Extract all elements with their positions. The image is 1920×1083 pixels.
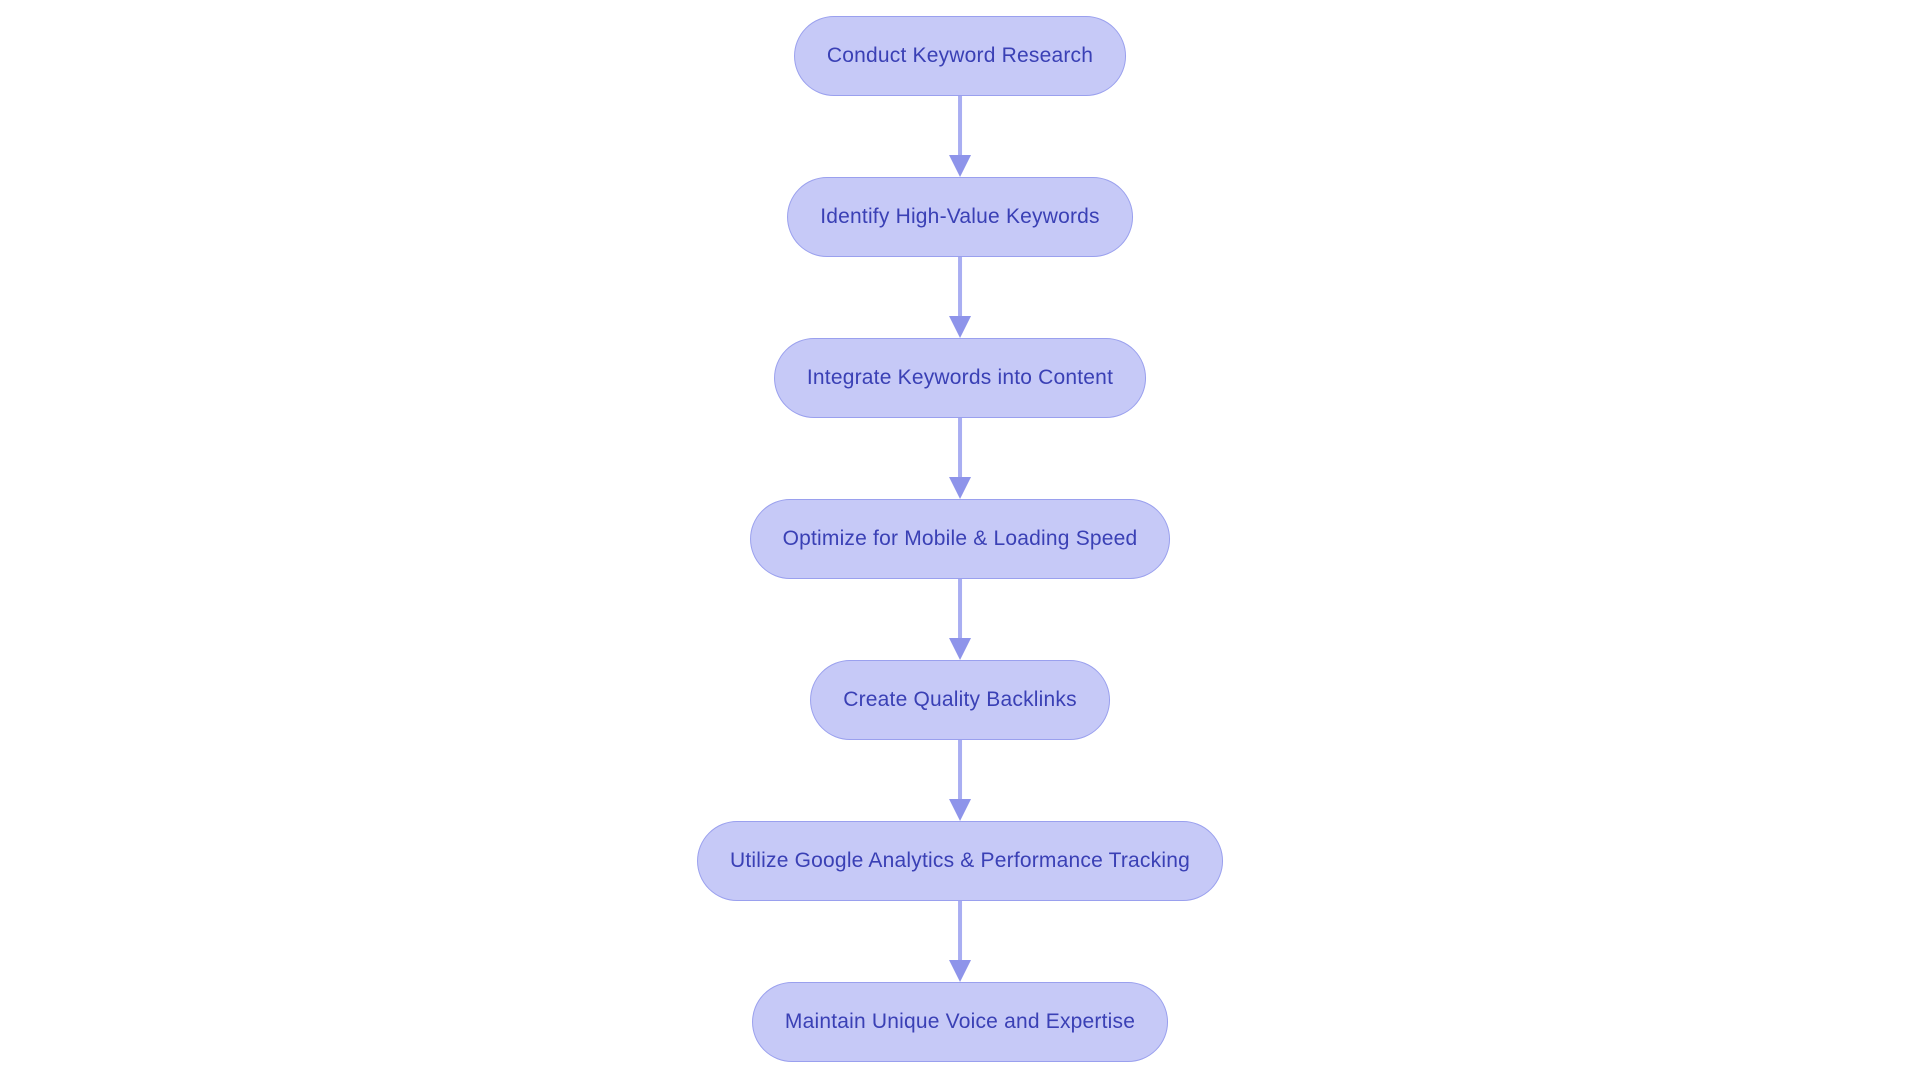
node-optimize-for-mobile-loading-speed: Optimize for Mobile & Loading Speed [749,499,1171,579]
arrow-stem [958,418,962,477]
arrowhead-down-icon [949,960,971,982]
arrow-stem [958,579,962,638]
arrow-stem [958,96,962,155]
flowchart-column: Conduct Keyword Research Identify High-V… [697,0,1223,1062]
arrow-connector [949,579,971,660]
node-create-quality-backlinks: Create Quality Backlinks [810,660,1110,740]
node-integrate-keywords-into-content: Integrate Keywords into Content [773,338,1147,418]
arrow-connector [949,901,971,982]
arrow-connector [949,740,971,821]
node-identify-high-value-keywords: Identify High-Value Keywords [787,177,1133,257]
arrowhead-down-icon [949,799,971,821]
arrow-stem [958,740,962,799]
node-utilize-google-analytics-performance-tracking: Utilize Google Analytics & Performance T… [697,821,1223,901]
arrowhead-down-icon [949,638,971,660]
arrow-stem [958,901,962,960]
arrowhead-down-icon [949,316,971,338]
arrow-stem [958,257,962,316]
node-maintain-unique-voice-and-expertise: Maintain Unique Voice and Expertise [751,982,1169,1062]
arrowhead-down-icon [949,477,971,499]
arrowhead-down-icon [949,155,971,177]
arrow-connector [949,257,971,338]
arrow-connector [949,418,971,499]
node-conduct-keyword-research: Conduct Keyword Research [793,16,1127,96]
arrow-connector [949,96,971,177]
